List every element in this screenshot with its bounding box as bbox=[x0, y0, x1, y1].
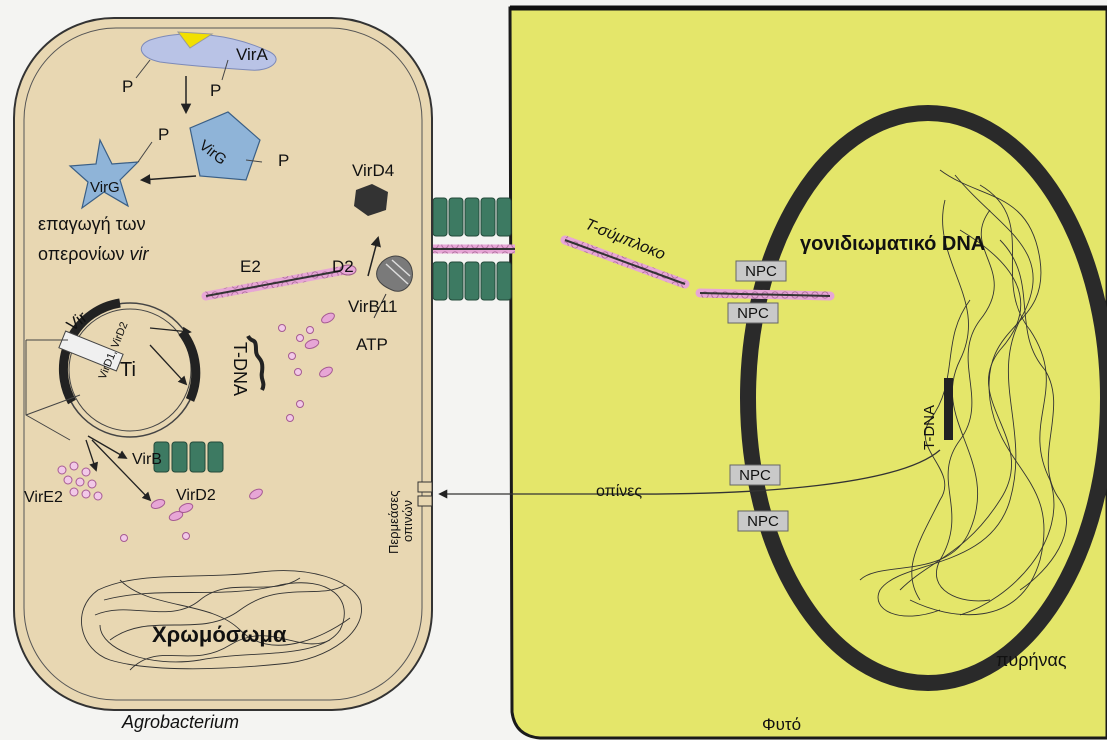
npc-1: NPC bbox=[736, 261, 786, 281]
label-virb11: VirB11 bbox=[348, 297, 397, 316]
label-nucleus: πυρήνας bbox=[996, 650, 1067, 670]
label-p2: P bbox=[210, 81, 221, 100]
label-vird2: VirD2 bbox=[176, 487, 216, 504]
npc-label: NPC bbox=[745, 263, 777, 280]
label-induction-vir: vir bbox=[130, 244, 150, 264]
label-induction-line1: επαγωγή των bbox=[38, 214, 146, 234]
t-complex-nuclear-entry bbox=[700, 293, 830, 296]
npc-4: NPC bbox=[738, 511, 788, 531]
label-permease-line2: οπινών bbox=[400, 500, 415, 542]
label-permease-line1: Περμεάσες bbox=[386, 491, 401, 554]
label-virg-left: VirG bbox=[90, 179, 120, 196]
npc-label: NPC bbox=[747, 513, 779, 530]
label-tdna-bacterium: T-DNA bbox=[230, 342, 250, 396]
label-induction-prefix: οπερονίων bbox=[38, 244, 130, 264]
npc-label: NPC bbox=[739, 467, 771, 484]
label-agrobacterium: Agrobacterium bbox=[121, 712, 239, 732]
npc-label: NPC bbox=[737, 305, 769, 322]
npc-3: NPC bbox=[730, 465, 780, 485]
label-vird4: VirD4 bbox=[352, 161, 394, 180]
label-d2: D2 bbox=[332, 257, 354, 276]
label-tdna-plant: T-DNA bbox=[921, 405, 938, 450]
label-genomic-dna: γονιδιωματικό DNA bbox=[800, 233, 985, 255]
label-p4: P bbox=[278, 151, 289, 170]
plant-tdna-integrated bbox=[944, 378, 953, 440]
label-atp: ATP bbox=[356, 335, 388, 354]
label-vira: VirA bbox=[236, 45, 268, 64]
label-ti: Ti bbox=[120, 359, 136, 381]
plant-cell bbox=[510, 8, 1107, 738]
label-p3: P bbox=[158, 125, 169, 144]
label-opines: οπίνες bbox=[596, 483, 642, 500]
label-plant: Φυτό bbox=[762, 715, 801, 734]
label-vire2: VirE2 bbox=[24, 489, 63, 506]
label-induction-line2: οπερονίων vir bbox=[38, 244, 150, 264]
secretion-channel bbox=[430, 198, 515, 300]
label-e2: E2 bbox=[240, 257, 261, 276]
label-chromosome: Χρωμόσωμα bbox=[152, 622, 287, 647]
label-virb: VirB bbox=[132, 451, 162, 468]
npc-2: NPC bbox=[728, 303, 778, 323]
label-p1: P bbox=[122, 77, 133, 96]
